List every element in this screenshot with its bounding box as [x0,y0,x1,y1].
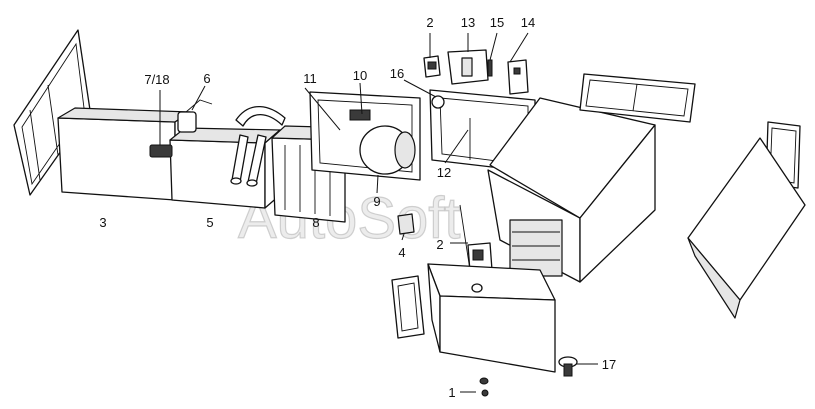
refrigerant-pipes [230,106,286,187]
callout-4: 4 [398,245,405,260]
right-top-filter [579,73,696,123]
part-13-bracket [447,49,489,85]
drain-pan [427,263,556,373]
callout-1: 1 [448,385,455,400]
callout-17: 17 [602,357,616,372]
part-5-evaporator [149,99,281,209]
part-1-fittings [479,377,489,397]
callout-12: 12 [437,165,451,180]
callout-8: 8 [312,215,319,230]
callout-5: 5 [206,215,213,230]
leader-lines [159,32,598,393]
callout-11: 11 [303,71,317,86]
callout-9: 9 [373,194,380,209]
callout-13: 13 [461,15,475,30]
callout-16: 16 [390,66,404,81]
part-15-screw [487,59,493,77]
callout-14: 14 [521,15,535,30]
part-4-connector [397,213,415,235]
callout-10: 10 [353,68,367,83]
lower-small-frame [391,275,425,339]
right-side-panel [687,137,806,319]
callout-2-top: 2 [426,15,433,30]
callout-15: 15 [490,15,504,30]
part-17-drain-fitting [558,356,578,377]
main-housing [487,97,656,283]
callout-3: 3 [99,215,106,230]
part-2-lower-bracket [459,204,493,273]
part-14-clip [507,59,529,95]
part-9-blower [309,91,421,181]
callout-2-lower: 2 [436,237,443,252]
part-2-top-bracket [423,55,441,78]
callout-7-18: 7/18 [144,72,169,87]
callout-6: 6 [203,71,210,86]
